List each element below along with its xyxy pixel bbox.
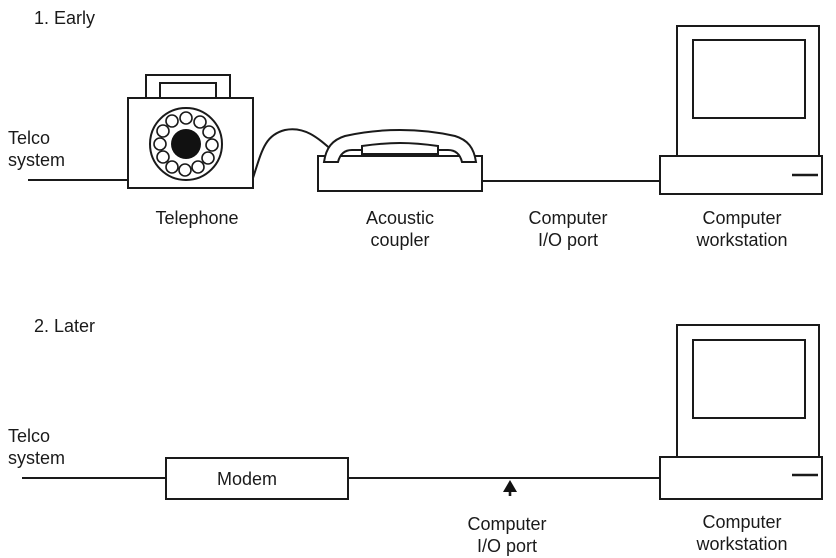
telephone-cord: [252, 128, 335, 179]
telephone-label: Telephone: [155, 208, 239, 228]
early-workstation-label-line2: workstation: [696, 230, 788, 250]
early-port-label-line1: Computer: [528, 208, 608, 228]
early-heading: 1. Early: [34, 8, 96, 28]
coupler-label-line1: Acoustic: [365, 208, 435, 228]
computer-workstation-icon: [659, 25, 823, 195]
later-telco-label-line1: Telco: [8, 426, 51, 446]
later-workstation-label-line2: workstation: [696, 534, 788, 554]
acoustic-coupler-icon: [317, 129, 483, 192]
early-workstation-label-line1: Computer: [702, 208, 782, 228]
rotary-telephone-icon: [127, 74, 254, 189]
computer-workstation-icon: [659, 324, 823, 500]
later-port-label-line2: I/O port: [476, 536, 538, 556]
later-workstation-label-line1: Computer: [702, 512, 782, 532]
later-heading: 2. Later: [34, 316, 96, 336]
coupler-label-line2: coupler: [370, 230, 430, 250]
modem-label: Modem: [216, 469, 278, 489]
arrow-up-icon: [503, 480, 517, 496]
early-telco-label-line2: system: [8, 150, 66, 170]
later-port-label-line1: Computer: [467, 514, 547, 534]
early-port-label-line2: I/O port: [537, 230, 599, 250]
later-telco-label-line2: system: [8, 448, 66, 468]
early-telco-label-line1: Telco: [8, 128, 51, 148]
